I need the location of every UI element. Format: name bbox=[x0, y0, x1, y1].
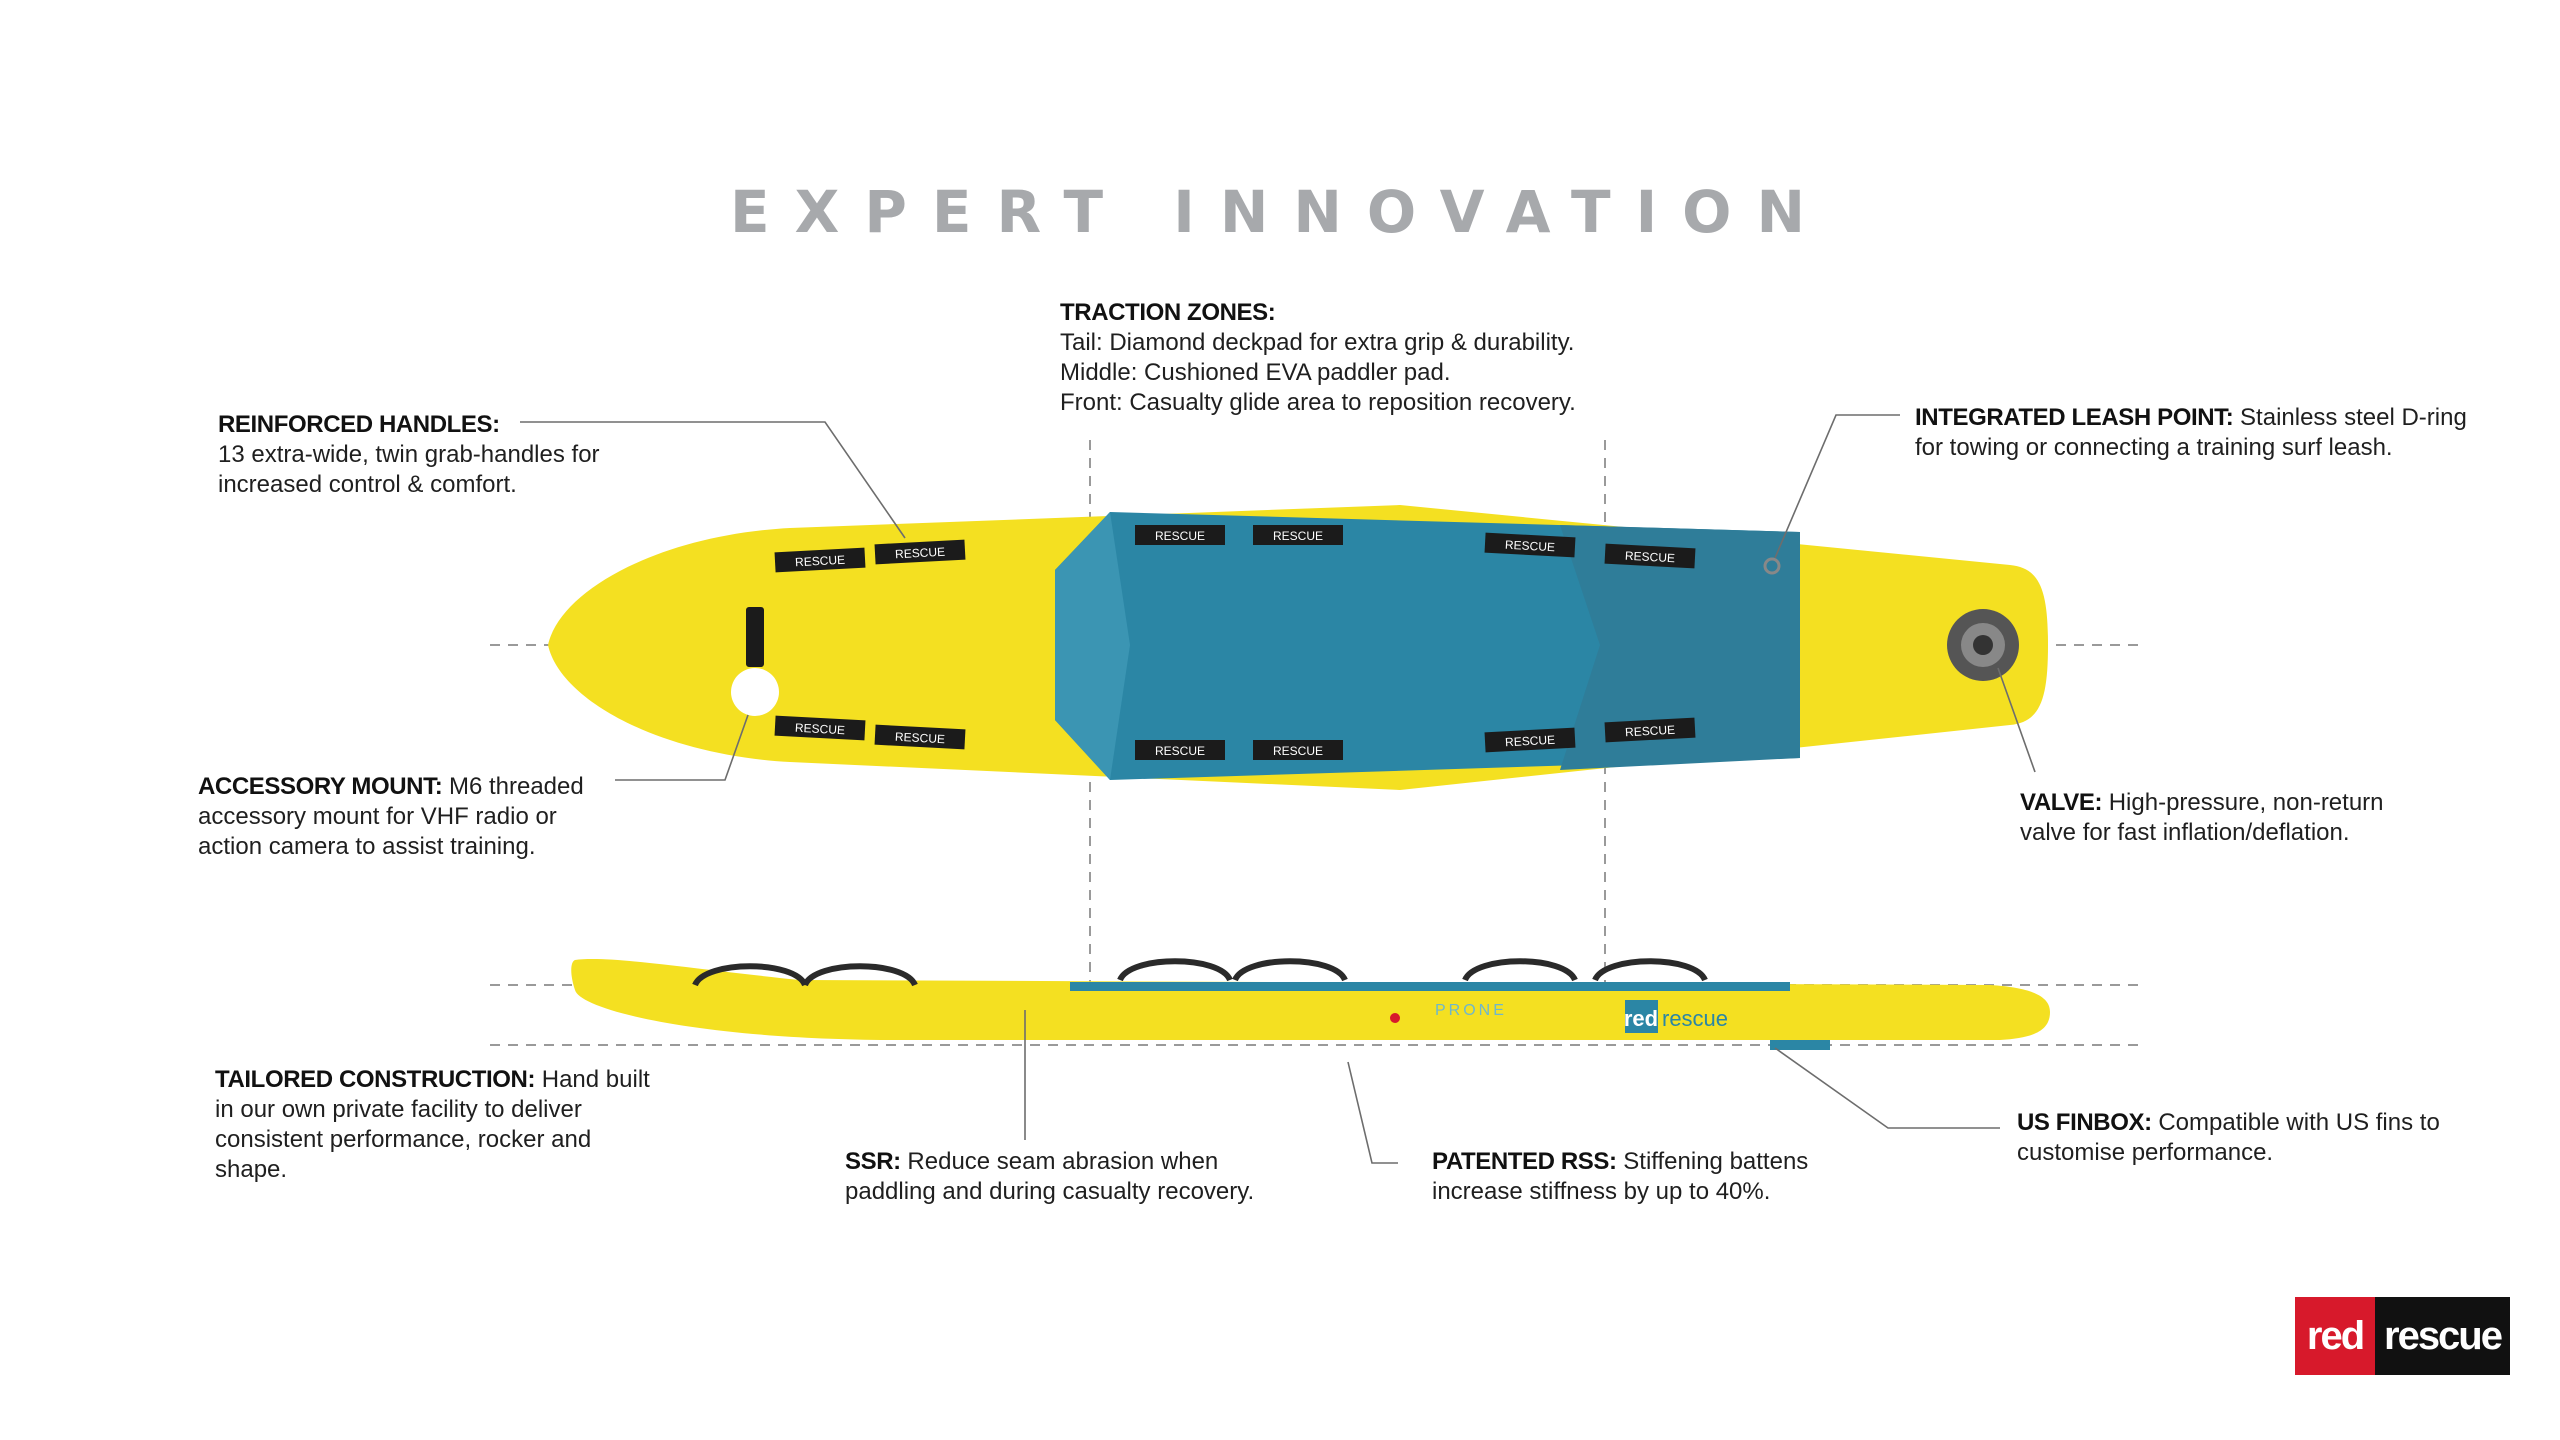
callout-heading: TRACTION ZONES: bbox=[1060, 299, 1276, 326]
grab-handle-label: RESCUE bbox=[795, 553, 846, 570]
grab-handle: RESCUE bbox=[874, 724, 966, 750]
grab-handle: RESCUE bbox=[1253, 525, 1343, 545]
callout-leash-point: INTEGRATED LEASH POINT: Stainless steel … bbox=[1915, 403, 2467, 463]
grab-handle-label: RESCUE bbox=[1155, 529, 1205, 543]
grab-handle: RESCUE bbox=[1135, 525, 1225, 545]
grab-handle: RESCUE bbox=[874, 539, 966, 565]
side-logo-text: rescue bbox=[1662, 1006, 1728, 1031]
rss-leader bbox=[1347, 1061, 1398, 1164]
grab-handle: RESCUE bbox=[1135, 740, 1225, 760]
callout-heading: INTEGRATED LEASH POINT: bbox=[1915, 404, 2234, 431]
callout-heading: SSR: bbox=[845, 1148, 901, 1175]
callout-line: Middle: Cushioned EVA paddler pad. bbox=[1060, 359, 1451, 386]
diamond-tail-pad bbox=[1560, 525, 1800, 770]
grab-handle-label: RESCUE bbox=[795, 721, 846, 738]
valve-leader bbox=[1997, 667, 2036, 773]
callout-text: Reduce seam abrasion when bbox=[900, 1148, 1219, 1175]
callout-line: for towing or connecting a training surf… bbox=[1915, 434, 2393, 461]
grab-handle-label: RESCUE bbox=[1625, 723, 1676, 740]
callout-line: paddling and during casualty recovery. bbox=[845, 1178, 1255, 1205]
callout-line: 13 extra-wide, twin grab-handles for bbox=[218, 441, 600, 468]
brand-logo: red rescue bbox=[2295, 1297, 2510, 1375]
side-valve-icon bbox=[1390, 1013, 1400, 1023]
side-handle-loop bbox=[1592, 958, 1708, 982]
callout-text: High-pressure, non-return bbox=[2102, 789, 2384, 816]
callout-reinforced-handles: REINFORCED HANDLES: 13 extra-wide, twin … bbox=[218, 410, 600, 500]
side-logo-red-box bbox=[1625, 1000, 1658, 1033]
accessory-mount-icon bbox=[731, 668, 779, 716]
callout-line: accessory mount for VHF radio or bbox=[198, 803, 557, 830]
accessory-leader bbox=[615, 714, 749, 781]
callout-heading: ACCESSORY MOUNT: bbox=[198, 773, 443, 800]
side-finbox bbox=[1770, 1040, 1830, 1050]
leader-lines bbox=[520, 414, 2036, 1164]
callout-line: shape. bbox=[215, 1156, 288, 1183]
grab-handle-label: RESCUE bbox=[1625, 549, 1676, 566]
grab-handles: RESCUE RESCUE RESCUE RESCUE RESCUE RESCUE RESC… bbox=[774, 525, 1696, 760]
callout-heading: US FINBOX: bbox=[2017, 1109, 2152, 1136]
callout-heading: PATENTED RSS: bbox=[1432, 1148, 1617, 1175]
callout-traction-zones: TRACTION ZONES: Tail: Diamond deckpad fo… bbox=[1060, 298, 1576, 418]
board-top-view: RESCUE RESCUE RESCUE RESCUE RESCUE RESCUE RESC… bbox=[548, 505, 2048, 790]
logo-rescue: rescue bbox=[2375, 1297, 2510, 1375]
callout-line: customise performance. bbox=[2017, 1139, 2274, 1166]
side-handle-loop bbox=[1462, 958, 1578, 982]
prone-label: PRONE bbox=[1435, 1002, 1507, 1019]
grab-handle-label: RESCUE bbox=[1273, 529, 1323, 543]
callout-us-finbox: US FINBOX: Compatible with US fins to cu… bbox=[2017, 1108, 2440, 1168]
callout-line: increased control & comfort. bbox=[218, 471, 517, 498]
page-title: EXPERT INNOVATION bbox=[729, 178, 1830, 246]
callout-patented-rss: PATENTED RSS: Stiffening battens increas… bbox=[1432, 1147, 1808, 1207]
callout-text: Stiffening battens bbox=[1616, 1148, 1809, 1175]
board-side-outline bbox=[571, 959, 2050, 1040]
finbox-leader bbox=[1774, 1047, 2000, 1129]
callout-line: consistent performance, rocker and bbox=[215, 1126, 592, 1153]
callout-line: Tail: Diamond deckpad for extra grip & d… bbox=[1060, 329, 1575, 356]
callout-accessory-mount: ACCESSORY MOUNT: M6 threaded accessory m… bbox=[198, 772, 584, 862]
leash-leader bbox=[1774, 414, 1900, 559]
callout-heading: REINFORCED HANDLES: bbox=[218, 411, 500, 438]
handles-leader bbox=[520, 421, 906, 539]
grab-handle: RESCUE bbox=[1604, 717, 1696, 743]
grab-handle: RESCUE bbox=[774, 715, 866, 741]
grab-handle: RESCUE bbox=[1604, 543, 1696, 569]
callout-valve: VALVE: High-pressure, non-return valve f… bbox=[2020, 788, 2384, 848]
grab-handle-label: RESCUE bbox=[895, 545, 946, 562]
callout-text: M6 threaded bbox=[442, 773, 584, 800]
callout-text: Stainless steel D-ring bbox=[2233, 404, 2467, 431]
callout-line: increase stiffness by up to 40%. bbox=[1432, 1178, 1771, 1205]
glide-area bbox=[1055, 512, 1130, 780]
logo-red: red bbox=[2295, 1297, 2375, 1375]
side-handle-loops bbox=[692, 958, 1708, 987]
side-handle-loop bbox=[1232, 958, 1348, 982]
side-logo-red: red bbox=[1624, 1006, 1658, 1031]
accessory-strap bbox=[746, 607, 764, 667]
grab-handle-label: RESCUE bbox=[1505, 538, 1556, 555]
grab-handle-label: RESCUE bbox=[895, 730, 946, 747]
callout-tailored-construction: TAILORED CONSTRUCTION: Hand built in our… bbox=[215, 1065, 650, 1185]
callout-text: Compatible with US fins to bbox=[2151, 1109, 2440, 1136]
callout-ssr: SSR: Reduce seam abrasion when paddling … bbox=[845, 1147, 1254, 1207]
callout-heading: VALVE: bbox=[2020, 789, 2103, 816]
grab-handle-label: RESCUE bbox=[1273, 744, 1323, 758]
side-handle-loop bbox=[1117, 958, 1233, 982]
callout-line: valve for fast inflation/deflation. bbox=[2020, 819, 2350, 846]
side-handle-loop bbox=[802, 963, 918, 987]
callout-line: action camera to assist training. bbox=[198, 833, 536, 860]
callout-text: Hand built bbox=[535, 1066, 650, 1093]
callout-line: Front: Casualty glide area to reposition… bbox=[1060, 389, 1576, 416]
grab-handle-label: RESCUE bbox=[1505, 733, 1556, 750]
grab-handle: RESCUE bbox=[1484, 532, 1576, 558]
board-side-view: red rescue PRONE bbox=[571, 958, 2050, 1050]
grab-handle: RESCUE bbox=[1253, 740, 1343, 760]
d-ring-icon bbox=[1763, 557, 1781, 575]
callout-line: in our own private facility to deliver bbox=[215, 1096, 582, 1123]
callout-heading: TAILORED CONSTRUCTION: bbox=[215, 1066, 536, 1093]
grab-handle: RESCUE bbox=[1484, 727, 1576, 753]
grab-handle-label: RESCUE bbox=[1155, 744, 1205, 758]
side-handle-loop bbox=[692, 963, 808, 987]
grab-handle: RESCUE bbox=[774, 547, 866, 573]
side-deck-stripe bbox=[1070, 982, 1790, 991]
